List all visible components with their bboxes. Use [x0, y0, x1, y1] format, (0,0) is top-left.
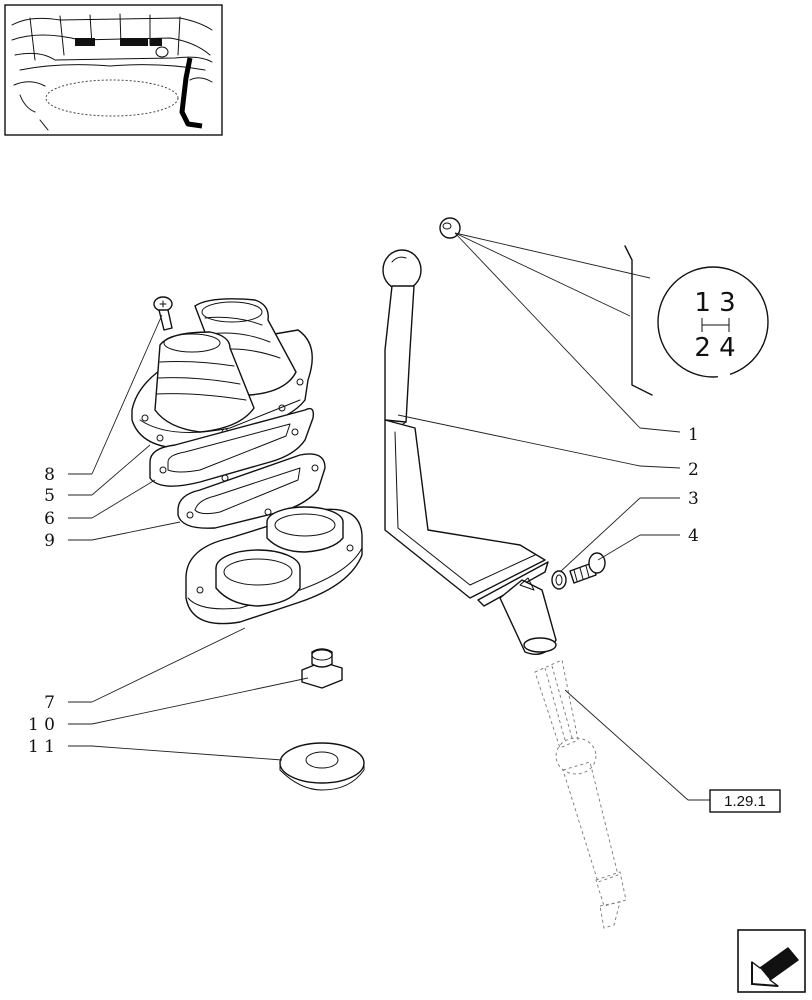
gear-shift-pattern-detail: 1 3 2 4 — [624, 245, 769, 396]
base-housing-part — [185, 506, 363, 625]
callout-1: 1 — [688, 425, 699, 445]
callout-6: 6 — [44, 509, 55, 529]
section-reference-link[interactable]: 1.29.1 — [709, 789, 781, 813]
gasket-part — [177, 453, 326, 529]
retaining-plate-part — [149, 407, 315, 487]
screw-part — [153, 296, 173, 331]
callout-11: 1 1 — [28, 737, 55, 757]
location-thumbnail — [4, 4, 223, 136]
gaiter-boot-part — [131, 298, 313, 449]
gear-pattern-bottom-label: 2 4 — [694, 333, 735, 363]
callout-9: 9 — [44, 531, 55, 551]
washer-and-bolt — [551, 552, 606, 590]
section-reference-label[interactable]: 1.29.1 — [724, 793, 766, 810]
grommet-part — [279, 742, 365, 791]
leader-lines — [68, 232, 710, 801]
gear-pattern-top-label: 1 3 — [694, 288, 735, 318]
callout-7: 7 — [44, 693, 55, 713]
callout-3: 3 — [688, 489, 699, 509]
callout-4: 4 — [688, 526, 699, 546]
callout-2: 2 — [688, 460, 699, 480]
shift-lever-part — [382, 249, 557, 655]
callout-8: 8 — [44, 465, 55, 485]
callout-10: 1 0 — [28, 715, 55, 735]
callout-labels: 1 2 3 4 8 5 6 9 7 1 0 1 1 — [28, 425, 699, 757]
callout-5: 5 — [44, 486, 55, 506]
lower-shaft-reference — [534, 659, 627, 929]
next-page-arrow-icon[interactable] — [737, 929, 806, 993]
cage-nut-part — [301, 648, 343, 689]
